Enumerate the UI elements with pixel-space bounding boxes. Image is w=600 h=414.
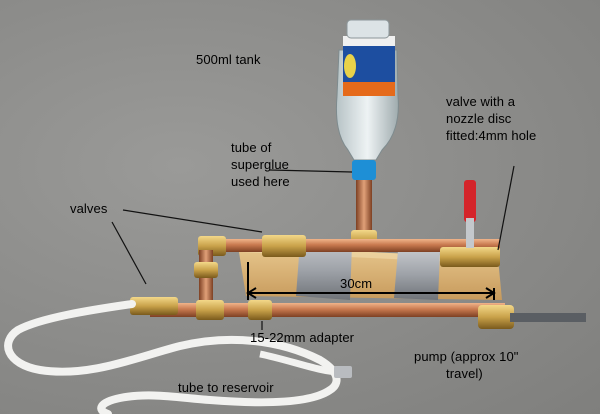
dimension-arrow — [246, 262, 496, 300]
label-pump-2: travel) — [446, 366, 483, 381]
hose-connector — [334, 366, 352, 378]
label-dimension: 30cm — [340, 276, 373, 291]
left-elbow-pipe — [194, 250, 218, 306]
ball-valve — [464, 180, 476, 248]
label-valve-nozzle-2: nozzle disc — [446, 111, 512, 126]
label-superglue-3: used here — [231, 174, 290, 189]
upper-pipe — [198, 235, 500, 267]
label-superglue-2: superglue — [231, 157, 289, 172]
callout-lines — [111, 165, 515, 330]
reservoir-hose — [4, 300, 341, 414]
label-valve-nozzle-1: valve with a — [446, 94, 516, 109]
pump-barrel — [130, 297, 586, 329]
bottle-tank — [335, 19, 399, 180]
label-adapter: 15-22mm adapter — [250, 330, 355, 345]
duct-tape — [296, 242, 440, 300]
label-pump-1: pump (approx 10" — [414, 349, 519, 364]
label-valves: valves — [70, 201, 108, 216]
label-valve-nozzle-3: fitted:4mm hole — [446, 128, 537, 143]
label-tank: 500ml tank — [196, 52, 261, 67]
label-superglue-1: tube of — [231, 140, 272, 155]
label-reservoir: tube to reservoir — [178, 380, 274, 395]
tank-feed-pipe — [356, 180, 372, 242]
